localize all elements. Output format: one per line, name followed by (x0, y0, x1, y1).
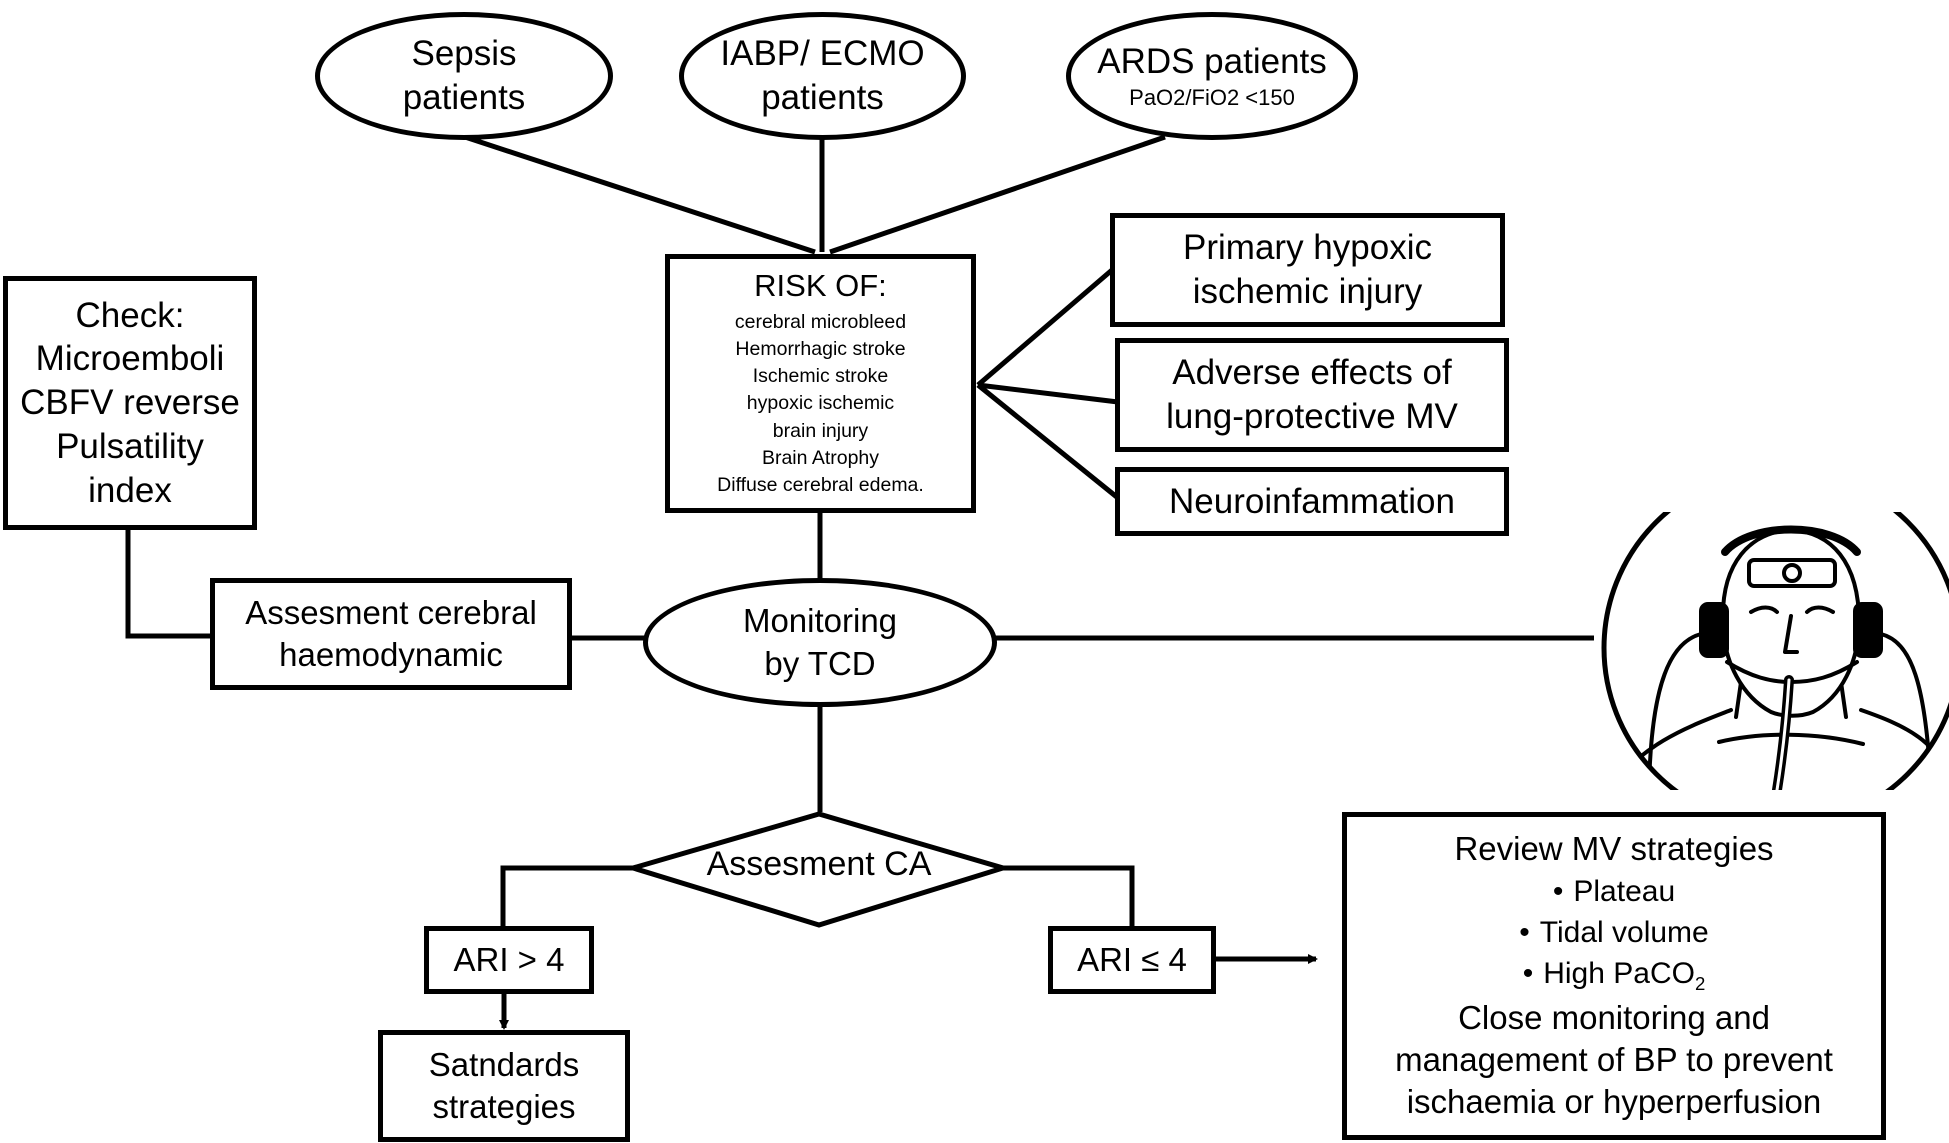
check-line: Pulsatility (56, 426, 204, 466)
assessment-haemodynamic-box: Assesment cerebral haemodynamic (210, 578, 572, 690)
assessment-ca-label: Assesment CA (706, 844, 932, 883)
bullet-dot: • (1522, 957, 1534, 991)
review-closing-line: ischaemia or hyperperfusion (1406, 1083, 1822, 1121)
edge-risk-neuro (976, 383, 1120, 500)
review-mv-strategies-box: Review MV strategies •Plateau •Tidal vol… (1342, 812, 1886, 1140)
standards-strategies-box: Satndards strategies (378, 1030, 630, 1142)
risk-title: RISK OF: (754, 268, 887, 304)
assessment-ca-diamond (624, 811, 1012, 928)
ari-less-equal-4-box: ARI ≤ 4 (1048, 926, 1216, 994)
check-line: index (88, 470, 172, 510)
review-closing: Close monitoring and management of BP to… (1395, 997, 1833, 1124)
iabp-ecmo-patients-node: IABP/ ECMO patients (679, 12, 966, 140)
risk-item: hypoxic ischemic (746, 392, 895, 415)
check-line: CBFV reverse (20, 383, 240, 423)
bullet-plateau: • Plateau (1553, 871, 1675, 912)
bullet-dot: • (1552, 874, 1564, 908)
monitoring-line1: Monitoring (742, 602, 898, 640)
ari-low-label: ARI ≤ 4 (1077, 940, 1187, 978)
sepsis-line2: patients (402, 78, 526, 117)
risk-item: Hemorrhagic stroke (735, 337, 906, 360)
assessment-haemo-line2: haemodynamic (279, 636, 503, 673)
check-line: Microemboli (35, 339, 225, 379)
review-title: Review MV strategies (1454, 830, 1774, 868)
assessment-haemo-line1: Assesment cerebral (245, 593, 537, 631)
neuroinflammation-box: Neuroinfammation (1115, 467, 1509, 536)
review-closing-line: Close monitoring and (1458, 998, 1770, 1036)
sepsis-patients-node: Sepsis patients (315, 12, 613, 140)
edge-check-assessment (125, 530, 213, 639)
risk-item: cerebral microbleed (734, 310, 907, 333)
ards-patients-node: ARDS patients PaO2/FiO2 <150 (1066, 12, 1358, 140)
primary-line2: ischemic injury (1192, 272, 1423, 311)
standards-line2: strategies (432, 1088, 576, 1125)
risk-item: Ischemic stroke (752, 365, 889, 388)
edge-ca-ari-high (500, 865, 635, 929)
ards-line1: ARDS patients (1097, 41, 1327, 81)
edge-ca-ari-low (1003, 865, 1135, 929)
risk-item: Diffuse cerebral edema. (717, 474, 924, 497)
iabp-line2: patients (761, 78, 884, 117)
review-closing-line: management of BP to prevent (1395, 1041, 1833, 1079)
bullet-plateau-text: Plateau (1573, 874, 1676, 908)
risk-list: cerebral microbleed Hemorrhagic stroke I… (717, 309, 924, 500)
risk-of-box: RISK OF: cerebral microbleed Hemorrhagic… (665, 254, 976, 513)
iabp-line1: IABP/ ECMO (720, 34, 925, 74)
ari-high-label: ARI > 4 (453, 940, 565, 978)
neuro-line1: Neuroinfammation (1169, 481, 1455, 521)
edge-risk-primary (976, 268, 1114, 387)
risk-item: Brain Atrophy (761, 447, 880, 470)
bullet-high-paco2: • High PaCO2 (1523, 953, 1706, 997)
edge-risk-adverse (977, 382, 1119, 405)
ards-line2: PaO2/FiO2 <150 (1129, 84, 1295, 110)
edge-sepsis-risk (464, 134, 816, 255)
standards-line1: Satndards (428, 1045, 580, 1083)
ari-greater-4-box: ARI > 4 (424, 926, 594, 994)
sepsis-line1: Sepsis (411, 34, 517, 74)
adverse-line1: Adverse effects of (1172, 353, 1452, 393)
bullet-tidal-volume: • Tidal volume (1519, 912, 1708, 953)
risk-item: brain injury (772, 419, 869, 442)
patient-with-tcd-headset-icon (1601, 512, 1949, 790)
primary-line1: Primary hypoxic (1183, 228, 1432, 268)
adverse-line2: lung-protective MV (1166, 397, 1458, 436)
check-box: Check: Microemboli CBFV reverse Pulsatil… (3, 276, 257, 530)
monitoring-line2: by TCD (764, 644, 876, 682)
bullet-dot: • (1519, 915, 1530, 949)
edge-ards-risk (829, 134, 1166, 255)
primary-hypoxic-injury-box: Primary hypoxic ischemic injury (1110, 213, 1505, 327)
monitoring-tcd-node: Monitoring by TCD (643, 578, 997, 707)
bullet-paco2-subscript: 2 (1694, 973, 1706, 995)
bullet-paco2-text: High PaCO (1543, 957, 1695, 991)
adverse-effects-mv-box: Adverse effects of lung-protective MV (1115, 338, 1509, 452)
check-line: Check: (75, 295, 185, 335)
bullet-tidal-text: Tidal volume (1539, 915, 1709, 949)
